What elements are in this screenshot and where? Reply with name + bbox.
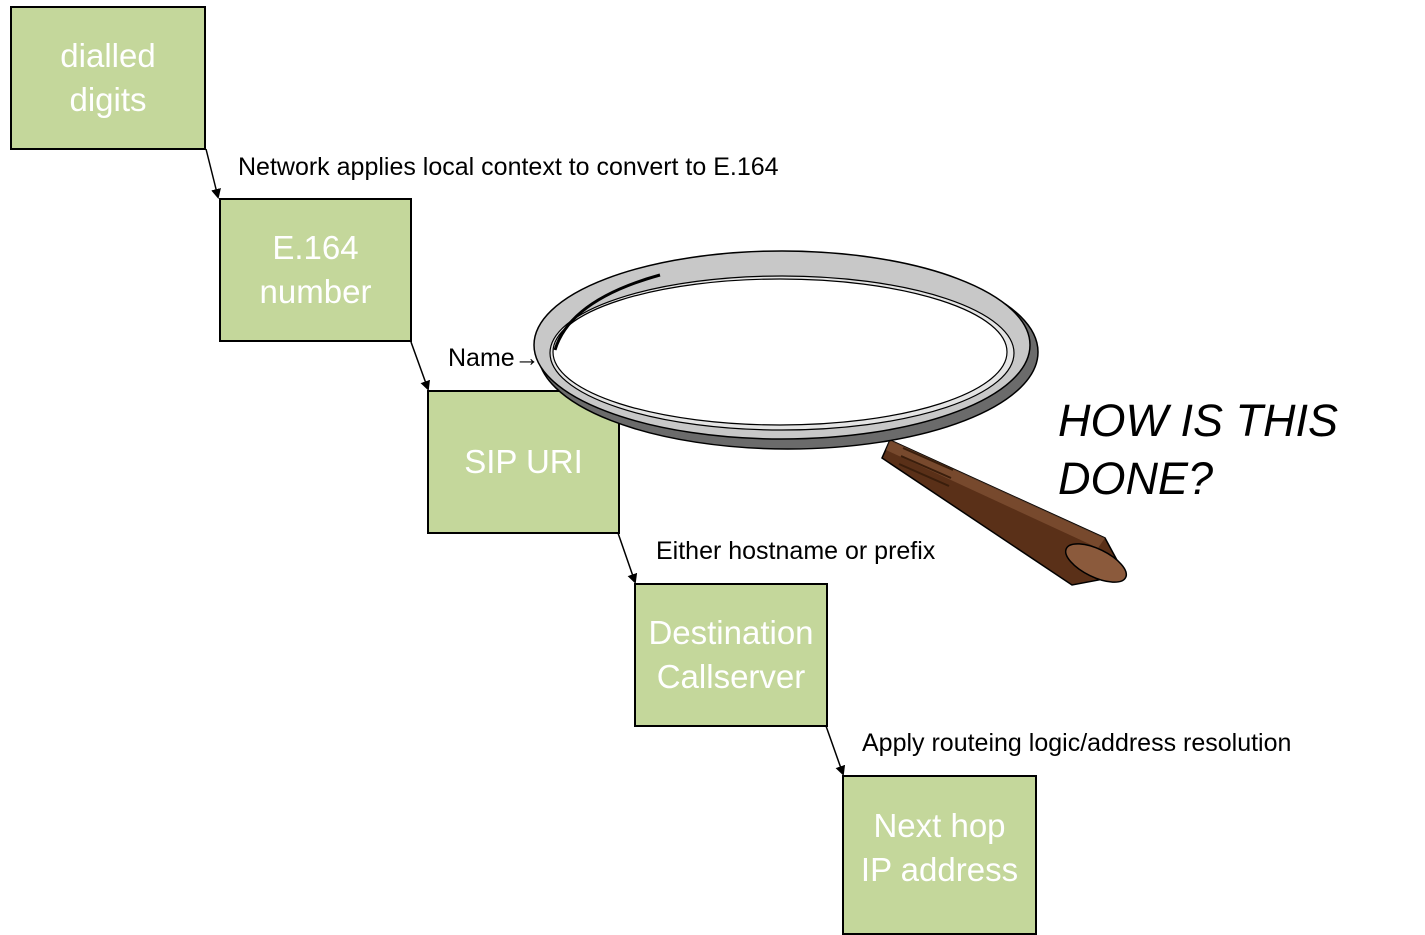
- step-box-line: E.164: [272, 229, 359, 266]
- step-box-line: Destination: [648, 614, 814, 651]
- connector-arrow-3: [617, 532, 638, 584]
- step-box-line: number: [259, 273, 372, 310]
- step-box-dialled-digits: dialled digits: [10, 6, 206, 150]
- step-box-line: Callserver: [656, 658, 806, 695]
- connector-arrow-1: [205, 148, 221, 199]
- step-box-line: digits: [69, 81, 147, 118]
- transition-label: Apply routeing logic/address resolution: [862, 729, 1292, 757]
- question-callout: HOW IS THIS DONE?: [1058, 392, 1338, 508]
- connector-arrow-2: [410, 341, 430, 391]
- magnifier-handle: [881, 439, 1128, 586]
- transition-label: Either hostname or prefix: [656, 537, 936, 565]
- step-box-line: Next hop: [873, 807, 1006, 844]
- question-line: HOW IS THIS: [1058, 395, 1338, 446]
- step-box-line: IP address: [860, 851, 1019, 888]
- question-line: DONE?: [1058, 453, 1214, 504]
- step-box-destination-callserver: Destination Callserver: [634, 583, 828, 727]
- step-box-line: SIP URI: [464, 443, 583, 480]
- transition-label: Network applies local context to convert…: [238, 153, 779, 181]
- step-box-next-hop: Next hop IP address: [842, 775, 1037, 935]
- step-box-sip-uri: SIP URI: [427, 390, 620, 534]
- connector-arrow-4: [825, 725, 846, 776]
- magnifier-lens: [533, 250, 1039, 450]
- step-box-e164-number: E.164 number: [219, 198, 412, 342]
- step-box-line: dialled: [60, 37, 156, 74]
